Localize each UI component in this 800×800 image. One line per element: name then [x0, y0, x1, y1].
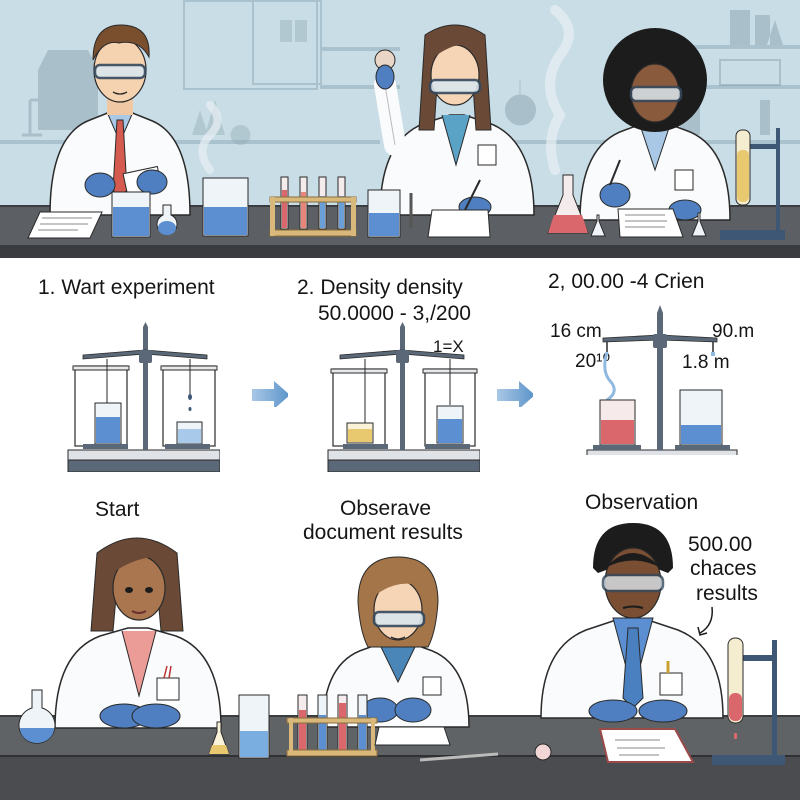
balance-scale-step-2	[327, 322, 480, 472]
step-3-title: 2, 00.00 -4 Crien	[548, 270, 705, 293]
background-cabinet	[183, 0, 318, 90]
note-value: 500.00	[688, 533, 753, 556]
note-line3: results	[696, 582, 758, 605]
step-1-title: 1. Wart experiment	[38, 276, 215, 299]
balance-scale-step-3	[586, 305, 738, 455]
paper-sheet	[427, 209, 491, 238]
small-flask	[590, 214, 606, 237]
step-3-label-16cm: 16 cm	[550, 321, 602, 342]
caption-start: Start	[95, 498, 140, 521]
lab-bench-edge	[0, 245, 800, 258]
step-3-label-20-10: 20¹⁰	[575, 351, 611, 372]
small-flask	[691, 212, 707, 237]
arrow-right-icon	[497, 381, 533, 407]
scientist-woman-bob-hair	[322, 556, 470, 728]
steam-wisp	[198, 5, 574, 175]
ring-stand-yellow-tube	[720, 128, 785, 240]
step-2-title: 2. Density density	[297, 276, 463, 299]
scientist-man-red-tie	[49, 24, 191, 216]
paper-notes	[617, 208, 684, 238]
background-cabinet	[252, 0, 322, 85]
paper-notes-icon	[27, 211, 103, 239]
background-shelf	[690, 85, 800, 89]
scientist-woman-holding-flask	[374, 24, 535, 218]
test-tube-rack	[269, 176, 357, 237]
round-flask	[156, 204, 178, 235]
note-line2: chaces	[690, 557, 757, 580]
erlenmeyer-flask-red	[547, 174, 589, 234]
bottom-lab-bench-edge	[0, 755, 800, 800]
bench-items	[27, 128, 785, 240]
scientist-man-blue-tie	[540, 523, 724, 723]
scientist-woman-afro	[579, 28, 731, 221]
curved-arrow-icon	[697, 606, 713, 636]
caption-observation: Observation	[585, 491, 699, 514]
step-3-label-1-8m: 1.8 m	[682, 352, 730, 373]
background-shelf	[320, 85, 400, 89]
background-shelf	[320, 47, 400, 51]
background-shelf	[690, 45, 800, 49]
top-lab-scene	[0, 0, 800, 258]
caption-observe-line2: document results	[303, 521, 463, 544]
beaker-small	[367, 189, 401, 238]
step-2-subtitle: 50.0000 - 3,/200	[318, 302, 471, 325]
beaker-blue	[111, 191, 151, 238]
beaker-large	[202, 177, 249, 237]
scientist-woman-pink-shirt	[54, 537, 222, 729]
arrow-right-icon	[252, 381, 288, 407]
step-2-label-equation: 1=X	[433, 337, 464, 356]
balance-scale-step-1	[67, 322, 220, 472]
background-shelf	[0, 140, 380, 144]
step-3-label-90m: 90.m	[712, 321, 755, 342]
caption-observe-line1: Obserave	[340, 497, 432, 520]
